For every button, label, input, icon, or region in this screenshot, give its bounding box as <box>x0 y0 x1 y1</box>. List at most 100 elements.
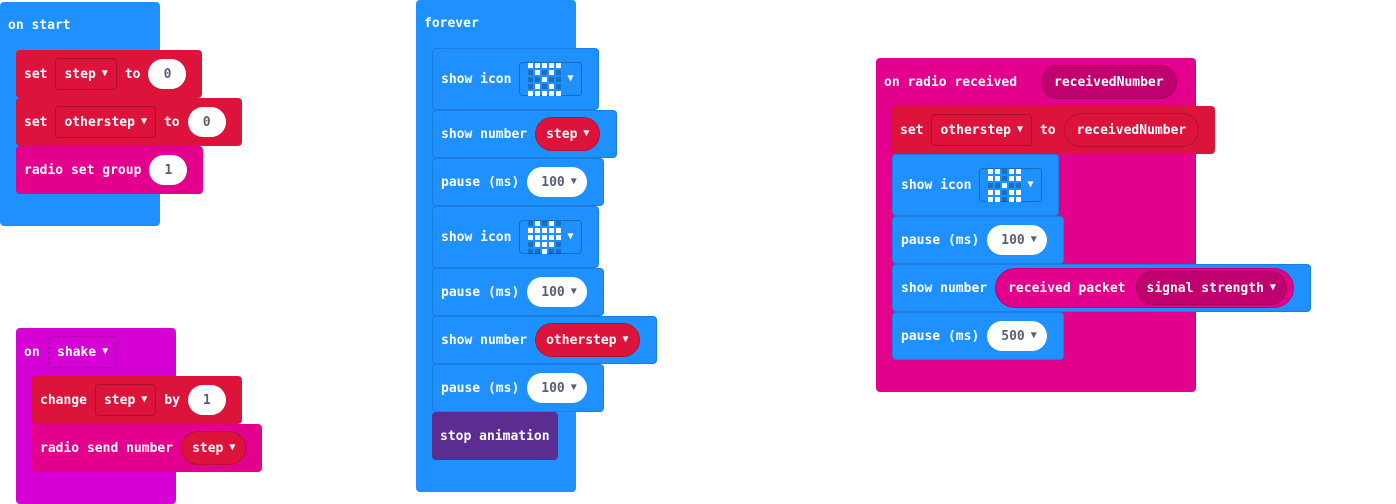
property-name: signal strength <box>1146 280 1264 296</box>
pause-label: pause (ms) <box>901 328 980 344</box>
chevron-down-icon: ▼ <box>567 231 574 242</box>
by-keyword: by <box>164 392 180 408</box>
pause-label: pause (ms) <box>441 174 520 190</box>
chevron-down-icon: ▼ <box>622 334 629 345</box>
value-input[interactable]: 0 <box>148 59 187 89</box>
show-icon-label: show icon <box>901 177 972 193</box>
change-keyword: change <box>40 392 87 408</box>
radio-set-group-label: radio set group <box>24 162 142 178</box>
radio-send-number-block[interactable]: radio send number step ▼ <box>32 424 263 472</box>
pause-block[interactable]: pause (ms) 500 ▼ <box>892 312 1064 360</box>
pause-label: pause (ms) <box>901 232 980 248</box>
variable-name: otherstep <box>940 122 1011 138</box>
pause-label: pause (ms) <box>441 284 520 300</box>
pause-block[interactable]: pause (ms) 100 ▼ <box>432 268 604 316</box>
to-keyword: to <box>124 66 141 82</box>
variable-dropdown-step[interactable]: step ▼ <box>55 58 117 90</box>
gesture-name: shake <box>57 344 97 360</box>
variable-name: step <box>64 66 96 82</box>
icon-dropdown[interactable]: ▼ <box>519 62 583 96</box>
pause-duration-dropdown[interactable]: 500 ▼ <box>987 321 1047 351</box>
variable-name: step <box>103 392 136 408</box>
packet-property-dropdown[interactable]: signal strength ▼ <box>1135 271 1287 305</box>
variable-dropdown-otherstep[interactable]: otherstep ▼ <box>931 114 1032 146</box>
on-radio-received-label: on radio received <box>884 75 1018 90</box>
show-icon-block[interactable]: show icon ▼ <box>892 154 1060 216</box>
show-number-label: show number <box>441 126 528 142</box>
set-keyword: set <box>900 122 924 138</box>
chevron-down-icon: ▼ <box>229 442 236 453</box>
radio-send-number-label: radio send number <box>40 440 174 456</box>
pause-duration-dropdown[interactable]: 100 ▼ <box>527 277 587 307</box>
variable-name: otherstep <box>546 332 617 348</box>
icon-dropdown[interactable]: ▼ <box>979 168 1043 202</box>
pause-block[interactable]: pause (ms) 100 ▼ <box>892 216 1064 264</box>
received-number-parameter[interactable]: receivedNumber <box>1041 65 1177 99</box>
chevron-down-icon: ▼ <box>1016 124 1023 135</box>
variable-name: step <box>192 440 224 456</box>
to-keyword: to <box>163 114 180 130</box>
on-start-label: on start <box>8 18 71 33</box>
show-number-label: show number <box>441 332 528 348</box>
icon-dropdown[interactable]: ▼ <box>519 220 583 254</box>
x-pattern-icon <box>528 62 562 96</box>
to-keyword: to <box>1039 122 1056 138</box>
set-step-block[interactable]: set step ▼ to 0 <box>16 50 203 98</box>
show-icon-block[interactable]: show icon ▼ <box>432 206 600 268</box>
show-number-step-block[interactable]: show number step ▼ <box>432 110 618 158</box>
variable-dropdown-otherstep[interactable]: otherstep ▼ <box>55 106 156 138</box>
set-keyword: set <box>24 114 48 130</box>
heart-icon <box>528 220 562 254</box>
received-packet-label: received packet <box>1008 280 1126 296</box>
pause-value: 100 <box>541 284 565 300</box>
show-icon-label: show icon <box>441 229 512 245</box>
radio-set-group-block[interactable]: radio set group 1 <box>16 146 204 194</box>
chevron-down-icon: ▼ <box>1030 330 1037 341</box>
reporter-name: receivedNumber <box>1076 122 1187 138</box>
value-input[interactable]: 0 <box>187 107 226 137</box>
pause-value: 100 <box>541 380 565 396</box>
pause-block[interactable]: pause (ms) 100 ▼ <box>432 158 604 206</box>
chevron-down-icon: ▼ <box>101 68 108 79</box>
variable-name: otherstep <box>64 114 135 130</box>
chevron-down-icon: ▼ <box>141 394 148 405</box>
pause-duration-dropdown[interactable]: 100 ▼ <box>527 167 587 197</box>
show-icon-block[interactable]: show icon ▼ <box>432 48 600 110</box>
chevron-down-icon: ▼ <box>1027 179 1034 190</box>
on-keyword: on <box>24 345 40 360</box>
chevron-down-icon: ▼ <box>140 116 147 127</box>
change-step-block[interactable]: change step ▼ by 1 <box>32 376 242 424</box>
variable-dropdown-step[interactable]: step ▼ <box>94 384 157 416</box>
chevron-down-icon: ▼ <box>567 73 574 84</box>
variable-reporter-step[interactable]: step ▼ <box>535 117 601 151</box>
chevron-down-icon: ▼ <box>570 382 577 393</box>
variable-reporter-otherstep[interactable]: otherstep ▼ <box>535 323 640 357</box>
chevron-down-icon: ▼ <box>1030 234 1037 245</box>
set-keyword: set <box>24 66 48 82</box>
forever-label: forever <box>424 16 479 31</box>
show-icon-label: show icon <box>441 71 512 87</box>
change-value-input[interactable]: 1 <box>187 385 226 415</box>
show-number-otherstep-block[interactable]: show number otherstep ▼ <box>432 316 657 364</box>
stop-animation-block[interactable]: stop animation <box>432 412 558 460</box>
variable-name: step <box>546 126 578 142</box>
gesture-dropdown[interactable]: shake ▼ <box>48 336 118 368</box>
group-value-input[interactable]: 1 <box>149 155 188 185</box>
parameter-name: receivedNumber <box>1054 74 1164 90</box>
set-otherstep-block[interactable]: set otherstep ▼ to receivedNumber <box>892 106 1216 154</box>
chevron-down-icon: ▼ <box>102 346 109 357</box>
pause-label: pause (ms) <box>441 380 520 396</box>
received-number-reporter[interactable]: receivedNumber <box>1063 113 1200 147</box>
chevron-down-icon: ▼ <box>1269 282 1276 293</box>
pause-duration-dropdown[interactable]: 100 ▼ <box>987 225 1047 255</box>
set-otherstep-block[interactable]: set otherstep ▼ to 0 <box>16 98 242 146</box>
pause-block[interactable]: pause (ms) 100 ▼ <box>432 364 604 412</box>
chevron-down-icon: ▼ <box>583 128 590 139</box>
x-pattern-icon <box>988 168 1022 202</box>
variable-reporter-step[interactable]: step ▼ <box>181 431 247 465</box>
pause-duration-dropdown[interactable]: 100 ▼ <box>527 373 587 403</box>
show-number-signal-block[interactable]: show number received packet signal stren… <box>892 264 1311 312</box>
received-packet-reporter[interactable]: received packet signal strength ▼ <box>995 268 1294 308</box>
chevron-down-icon: ▼ <box>570 286 577 297</box>
